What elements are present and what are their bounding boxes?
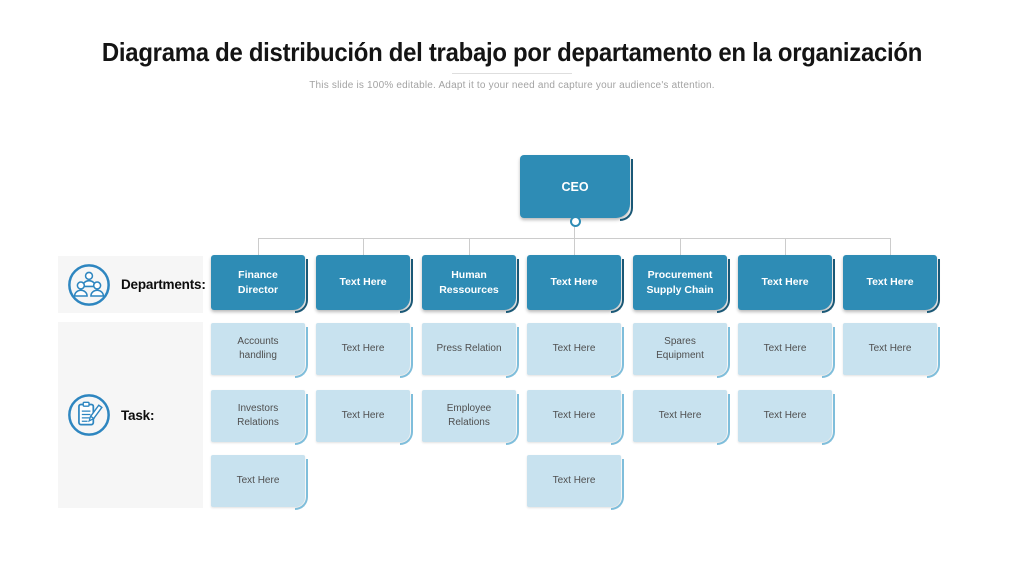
task-box[interactable]: Text Here — [316, 323, 413, 378]
task-box[interactable]: Text Here — [527, 323, 624, 378]
department-box[interactable]: Text Here — [316, 255, 413, 313]
task-text: Accounts handling — [237, 336, 279, 361]
department-box[interactable]: Procurement Supply Chain — [633, 255, 730, 313]
title-divider — [452, 73, 572, 74]
department-box[interactable]: Finance Director — [211, 255, 308, 313]
people-group-icon — [66, 262, 112, 308]
connector-ceo-line — [574, 221, 575, 255]
page-title: Diagrama de distribución del trabajo por… — [101, 37, 923, 67]
task-box[interactable]: Investors Relations — [211, 390, 308, 445]
department-box[interactable]: Text Here — [843, 255, 940, 313]
department-label: Human Ressources — [439, 269, 499, 296]
task-box[interactable]: Text Here — [211, 455, 308, 510]
task-box[interactable]: Text Here — [633, 390, 730, 445]
connector-stub — [258, 238, 259, 255]
task-box[interactable]: Employee Relations — [422, 390, 519, 445]
task-text: Investors Relations — [237, 403, 279, 428]
org-column-1: Finance Director Accounts handling Inves… — [211, 255, 308, 515]
task-box[interactable]: Spares Equipment — [633, 323, 730, 378]
task-text: Spares Equipment — [656, 336, 704, 361]
task-text: Text Here — [341, 343, 385, 354]
connector-stub — [363, 238, 364, 255]
task-box[interactable]: Text Here — [527, 390, 624, 445]
org-column-6: Text Here Text Here Text Here — [738, 255, 835, 515]
ceo-connector-dot — [570, 216, 581, 227]
task-text: Press Relation — [436, 343, 502, 354]
department-box[interactable]: Text Here — [738, 255, 835, 313]
task-text: Text Here — [552, 475, 596, 486]
task-text: Text Here — [658, 410, 702, 421]
clipboard-pencil-icon — [66, 392, 112, 438]
department-box[interactable]: Text Here — [527, 255, 624, 313]
task-text: Text Here — [341, 410, 385, 421]
org-column-4: Text Here Text Here Text Here Text Here — [527, 255, 624, 515]
department-label: Text Here — [866, 276, 914, 289]
task-text: Text Here — [763, 343, 807, 354]
department-label: Text Here — [550, 276, 598, 289]
task-text: Text Here — [868, 343, 912, 354]
task-text: Text Here — [236, 475, 280, 486]
org-column-3: Human Ressources Press Relation Employee… — [422, 255, 519, 515]
departments-label-panel: Departments: — [58, 256, 206, 313]
department-box[interactable]: Human Ressources — [422, 255, 519, 313]
task-box[interactable]: Accounts handling — [211, 323, 308, 378]
org-column-5: Procurement Supply Chain Spares Equipmen… — [633, 255, 730, 515]
departments-label: Departments: — [121, 277, 206, 292]
task-label: Task: — [121, 407, 155, 423]
task-text: Text Here — [552, 410, 596, 421]
task-box[interactable]: Press Relation — [422, 323, 519, 378]
task-text: Employee Relations — [446, 403, 492, 428]
task-box[interactable]: Text Here — [527, 455, 624, 510]
page-subtitle: This slide is 100% editable. Adapt it to… — [309, 80, 715, 91]
department-label: Finance Director — [237, 269, 279, 296]
task-box[interactable]: Text Here — [843, 323, 940, 378]
org-column-7: Text Here Text Here — [843, 255, 940, 515]
connector-stub — [785, 238, 786, 255]
department-label: Text Here — [761, 276, 809, 289]
task-box[interactable]: Text Here — [738, 390, 835, 445]
connector-stub — [469, 238, 470, 255]
connector-stub — [680, 238, 681, 255]
task-box[interactable]: Text Here — [738, 323, 835, 378]
task-text: Text Here — [763, 410, 807, 421]
org-column-2: Text Here Text Here Text Here — [316, 255, 413, 515]
connector-stub — [890, 238, 891, 255]
task-box[interactable]: Text Here — [316, 390, 413, 445]
department-label: Procurement Supply Chain — [646, 269, 714, 296]
task-label-panel: Task: — [58, 322, 203, 508]
ceo-box[interactable]: CEO — [520, 155, 633, 221]
task-text: Text Here — [552, 343, 596, 354]
department-label: Text Here — [339, 276, 387, 289]
ceo-label: CEO — [561, 179, 589, 194]
